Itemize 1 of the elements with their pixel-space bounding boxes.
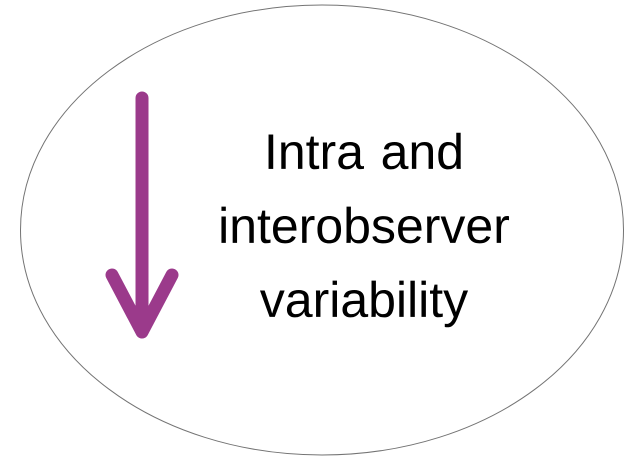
ellipse-node: Intra and interobserver variability bbox=[20, 4, 624, 456]
